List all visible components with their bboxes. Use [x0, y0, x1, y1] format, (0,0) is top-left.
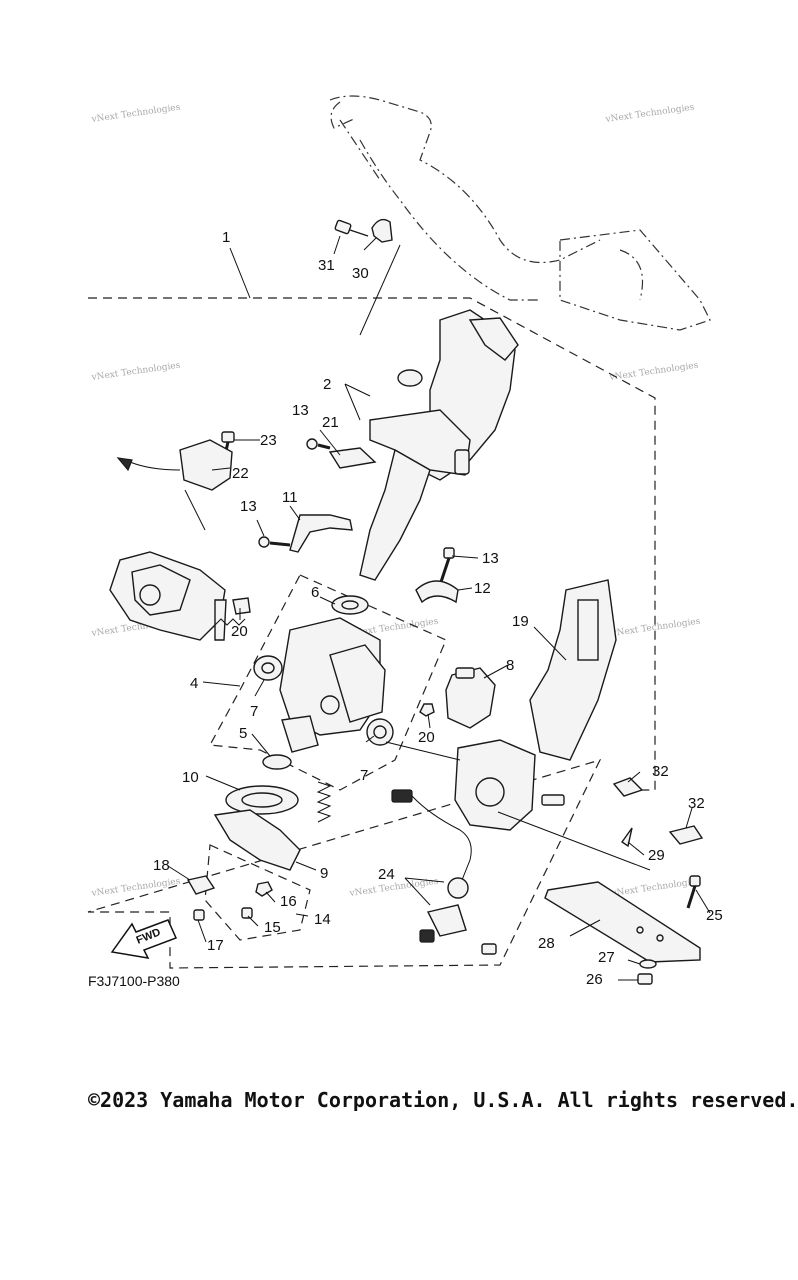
watermark: vNext Technologies [90, 877, 181, 900]
callout-12: 12 [474, 580, 491, 597]
callout-20-left: 20 [231, 623, 248, 640]
callout-23: 23 [260, 432, 277, 449]
bearing-10 [225, 785, 299, 815]
callout-32-top: 32 [652, 763, 669, 780]
callout-2: 2 [323, 376, 331, 393]
spring-9 [316, 781, 332, 823]
screw-25 [686, 875, 701, 909]
watermark: vNext Technologies [610, 877, 701, 900]
callout-1: 1 [222, 229, 230, 246]
callout-19: 19 [512, 613, 529, 630]
callout-31: 31 [318, 257, 335, 274]
bolt-15 [241, 907, 253, 919]
bolt-13c [438, 547, 455, 586]
watermark: vNext Technologies [610, 617, 701, 640]
copyright-notice: ©2023 Yamaha Motor Corporation, U.S.A. A… [88, 1088, 798, 1112]
callout-7-left: 7 [250, 703, 258, 720]
steering-column [359, 309, 519, 581]
plate-28 [544, 881, 701, 963]
callout-8: 8 [506, 657, 514, 674]
bushing-7-left [253, 655, 283, 681]
bolt-31 [334, 219, 369, 237]
bolt-26 [637, 973, 653, 985]
callout-13-right: 13 [482, 550, 499, 567]
bolt-17 [193, 909, 205, 921]
callout-20-right: 20 [418, 729, 435, 746]
collar-6 [331, 595, 369, 615]
callout-24: 24 [378, 866, 395, 883]
watermark: vNext Technologies [604, 103, 695, 126]
exploded-parts-diagram: vNext Technologies vNext Technologies vN… [87, 95, 723, 989]
cover-22 [116, 439, 233, 531]
cover-19 [529, 579, 617, 761]
nut-16 [255, 881, 273, 897]
figure-code: F3J7100-P380 [88, 973, 180, 989]
bolt-13a [306, 438, 331, 450]
callout-28: 28 [538, 935, 555, 952]
bracket-11 [258, 514, 353, 553]
bushing-7-right [366, 718, 394, 746]
callout-4: 4 [190, 675, 198, 692]
cable-24 [391, 789, 497, 955]
plate-18 [186, 875, 216, 895]
watermark: vNext Technologies [90, 103, 181, 126]
lever-housing [109, 551, 227, 641]
watermark: vNext Technologies [90, 361, 181, 384]
washer-5 [262, 754, 292, 770]
callout-17: 17 [207, 937, 224, 954]
body-4 [279, 617, 386, 753]
callout-9: 9 [320, 865, 328, 882]
callout-10: 10 [182, 769, 199, 786]
pad-32a [612, 777, 644, 797]
sensor-8 [445, 667, 496, 729]
callout-16: 16 [280, 893, 297, 910]
callout-15: 15 [264, 919, 281, 936]
callout-22: 22 [232, 465, 249, 482]
clamp-12 [415, 580, 459, 604]
handlebar-phantom [329, 95, 711, 331]
leader-lines [167, 235, 711, 981]
bracket-21 [328, 447, 377, 469]
callout-25: 25 [706, 907, 723, 924]
callout-6: 6 [311, 584, 319, 601]
callout-32-bottom: 32 [688, 795, 705, 812]
callouts: 1 2 4 5 6 7 7 8 9 10 11 12 13 13 13 14 1… [153, 229, 723, 988]
callout-11: 11 [282, 489, 298, 506]
callout-14: 14 [314, 911, 331, 928]
callout-29: 29 [648, 847, 665, 864]
callout-26: 26 [586, 971, 603, 988]
pad-32b [668, 825, 704, 845]
sub-assembly-boundary [209, 574, 447, 791]
arm-bracket [213, 809, 301, 871]
callout-27: 27 [598, 949, 615, 966]
callout-18: 18 [153, 857, 170, 874]
spring-left [214, 618, 246, 626]
callout-7-right: 7 [360, 767, 368, 784]
callout-30: 30 [352, 265, 369, 282]
washer-27 [639, 959, 657, 969]
clip-30 [359, 218, 401, 336]
fwd-arrow-icon: FWD [110, 919, 178, 959]
clip-20a [232, 597, 251, 615]
callout-5: 5 [239, 725, 247, 742]
nut-20b [419, 703, 435, 717]
watermark: vNext Technologies [608, 361, 699, 384]
pin-29 [621, 827, 633, 848]
throttle-body [454, 739, 565, 831]
callout-13-mid: 13 [240, 498, 257, 515]
callout-21: 21 [322, 414, 339, 431]
callout-13-top: 13 [292, 402, 309, 419]
